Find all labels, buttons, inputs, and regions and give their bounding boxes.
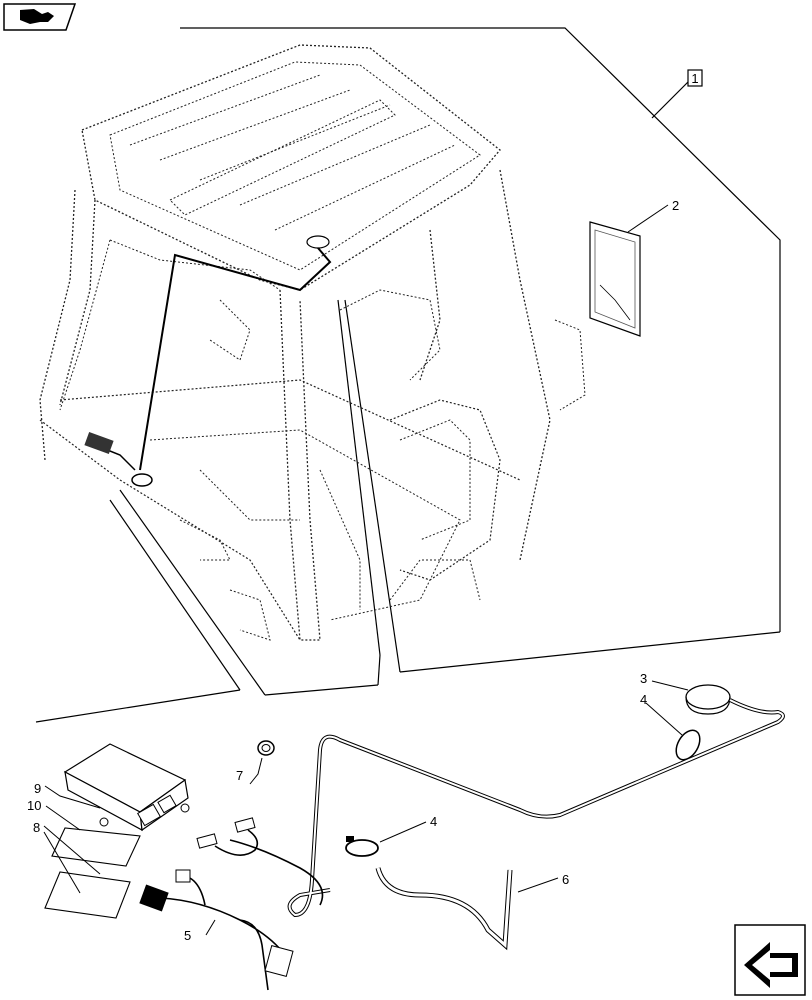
callout-4-upper: 4 xyxy=(640,692,647,707)
part-8-label xyxy=(43,825,131,919)
callout-6: 6 xyxy=(562,872,569,887)
callout-1: 1 xyxy=(691,71,698,86)
assembly-frame xyxy=(35,27,781,723)
callout-7: 7 xyxy=(236,768,243,783)
part-9-module xyxy=(44,743,190,832)
callout-8: 8 xyxy=(33,820,40,835)
callout-3: 3 xyxy=(640,671,647,686)
cab-structure xyxy=(39,44,586,641)
callout-2: 2 xyxy=(672,198,679,213)
callout-4-lower: 4 xyxy=(430,814,437,829)
part-2-manual xyxy=(589,204,669,337)
callout-1-box xyxy=(687,69,703,87)
book-arrow-icon[interactable] xyxy=(3,3,77,31)
part-6-antenna-cable xyxy=(287,698,785,951)
callout-5: 5 xyxy=(184,928,191,943)
callout-9: 9 xyxy=(34,781,41,796)
part-4-clip-lower xyxy=(345,821,427,857)
part-7-grommet xyxy=(249,740,275,785)
part-3-antenna xyxy=(651,680,731,715)
callout-10: 10 xyxy=(27,798,41,813)
part-5-harness xyxy=(139,817,324,991)
next-page-arrow-icon[interactable] xyxy=(734,924,806,996)
part-4-clip-upper xyxy=(645,702,701,761)
part-10-label xyxy=(45,805,141,867)
